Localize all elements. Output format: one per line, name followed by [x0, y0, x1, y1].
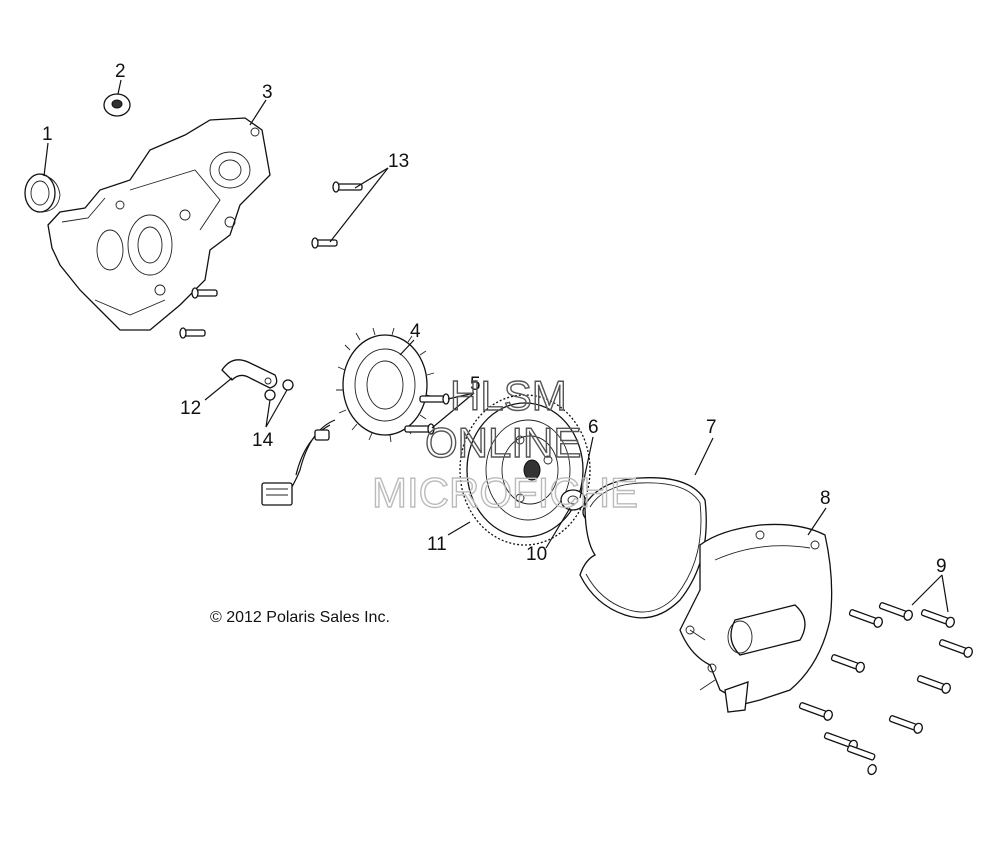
part-3-crankcase — [47, 117, 271, 331]
watermark-line-1: HLSM — [450, 372, 567, 419]
part-2-washer — [103, 93, 131, 117]
part-1-seal — [24, 173, 61, 213]
callout-8: 8 — [820, 488, 831, 509]
part-5-bolts — [404, 393, 450, 435]
callout-labels: 1 2 3 4 5 6 7 8 9 10 11 12 13 14 — [42, 61, 947, 577]
callout-1: 1 — [42, 124, 53, 145]
watermark: HLSM ONLINE MICROFICHE — [371, 371, 638, 516]
callout-11: 11 — [427, 534, 447, 555]
leader-lines — [43, 79, 949, 613]
watermark-line-2: ONLINE — [425, 419, 581, 466]
callout-2: 2 — [115, 61, 126, 82]
callout-3: 3 — [262, 82, 273, 103]
callout-10: 10 — [526, 544, 547, 565]
part-4-stator — [261, 327, 435, 506]
callout-7: 7 — [706, 417, 717, 438]
part-11-flywheel — [459, 394, 591, 546]
callout-12: 12 — [180, 398, 201, 419]
callout-14: 14 — [252, 430, 274, 451]
part-13-bolts — [179, 181, 363, 339]
part-10-washer — [560, 489, 586, 511]
part-12-clamp — [221, 359, 278, 389]
watermark-line-3: MICROFICHE — [372, 469, 638, 516]
part-7-gasket — [579, 477, 707, 619]
callout-13: 13 — [388, 151, 409, 172]
callout-6: 6 — [588, 417, 599, 438]
callout-5: 5 — [470, 374, 481, 395]
part-8-cover — [679, 523, 833, 713]
callout-4: 4 — [410, 321, 421, 342]
part-9-bolts — [798, 602, 973, 776]
callout-9: 9 — [936, 556, 947, 577]
copyright-text: © 2012 Polaris Sales Inc. — [210, 609, 390, 626]
